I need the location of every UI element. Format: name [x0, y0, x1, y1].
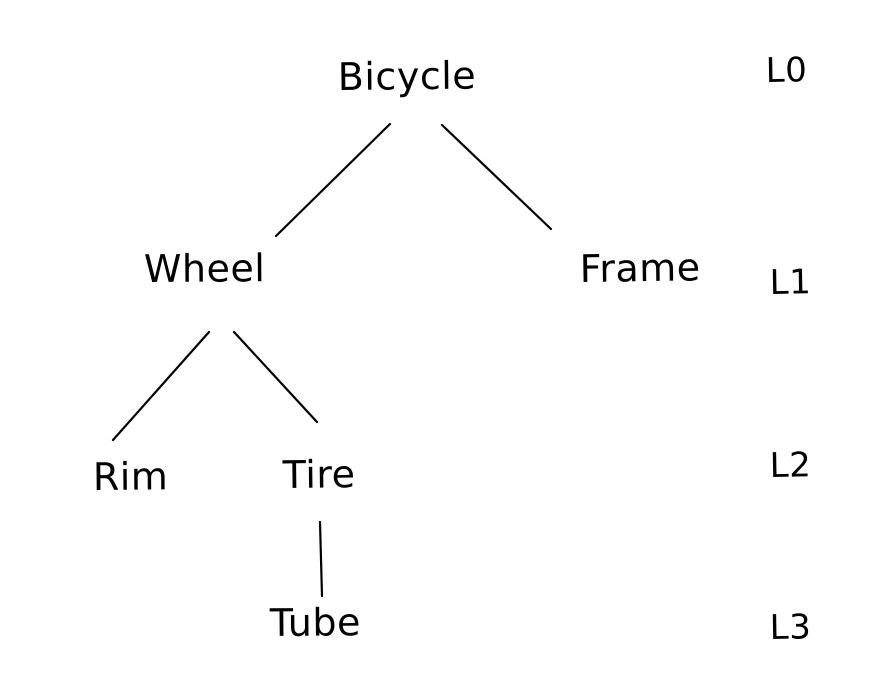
- edge-bicycle-wheel: [274, 122, 392, 238]
- edge-wheel-rim: [111, 330, 211, 442]
- node-wheel: Wheel: [143, 246, 266, 291]
- node-rim: Rim: [92, 454, 169, 499]
- node-frame: Frame: [579, 245, 701, 291]
- node-bicycle: Bicycle: [337, 53, 477, 99]
- level-label-l1: L1: [769, 262, 812, 303]
- level-label-l0: L0: [765, 50, 808, 91]
- level-label-l3: L3: [769, 607, 812, 648]
- edge-tire-tube: [318, 520, 324, 598]
- node-tire: Tire: [282, 452, 356, 497]
- edge-bicycle-frame: [440, 123, 553, 231]
- edge-wheel-tire: [232, 330, 319, 424]
- level-label-l2: L2: [769, 445, 812, 486]
- node-tube: Tube: [269, 600, 362, 645]
